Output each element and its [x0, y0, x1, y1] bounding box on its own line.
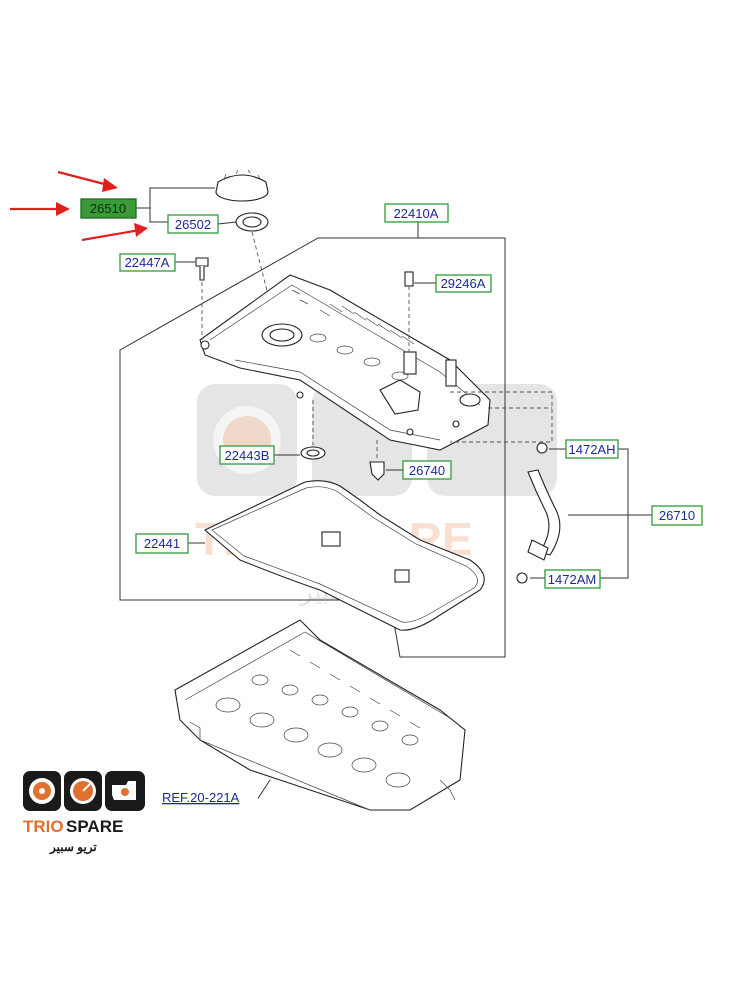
assembly-frame — [119, 237, 506, 658]
brand-logo: TRIO SPARE تريو سبير — [23, 771, 145, 855]
oil-filler-cap — [215, 169, 269, 202]
label-26502-text: 26502 — [175, 217, 211, 232]
breather-hose — [527, 469, 561, 561]
label-22447A[interactable]: 22447A — [119, 253, 176, 272]
label-26710-text: 26710 — [659, 508, 695, 523]
bolt — [195, 257, 209, 340]
label-ref-20-221A[interactable]: REF.20-221A — [158, 790, 258, 806]
cylinder-head — [174, 619, 466, 811]
label-22441[interactable]: 22441 — [135, 533, 189, 554]
label-26710[interactable]: 26710 — [651, 505, 703, 526]
oil-seal — [300, 400, 326, 460]
red-arrows — [10, 170, 148, 242]
valve-cover — [199, 274, 491, 451]
hose-clamp-top — [536, 442, 548, 454]
label-22410A[interactable]: 22410A — [384, 203, 449, 223]
valve-cover-gasket — [204, 480, 485, 631]
label-26510-text: 26510 — [90, 201, 126, 216]
label-22443B[interactable]: 22443B — [219, 445, 275, 465]
label-ref-text: REF.20-221A — [162, 790, 240, 805]
pcv-valve — [369, 440, 385, 481]
stud — [404, 271, 414, 352]
label-1472AH-text: 1472AH — [569, 442, 616, 457]
label-22447A-text: 22447A — [125, 255, 170, 270]
hose-clamp-bottom — [516, 572, 528, 584]
brand-arabic: تريو سبير — [49, 840, 97, 855]
label-26740[interactable]: 26740 — [402, 460, 452, 480]
label-22441-text: 22441 — [144, 536, 180, 551]
label-29246A[interactable]: 29246A — [435, 274, 492, 293]
cap-seal — [235, 212, 269, 232]
label-26502[interactable]: 26502 — [167, 214, 219, 234]
brand-name-spare: SPARE — [66, 817, 123, 836]
label-1472AH[interactable]: 1472AH — [565, 439, 619, 459]
label-1472AM[interactable]: 1472AM — [544, 569, 601, 589]
label-22410A-text: 22410A — [394, 206, 439, 221]
label-26510[interactable]: 26510 — [80, 198, 137, 219]
label-22443B-text: 22443B — [225, 448, 270, 463]
label-1472AM-text: 1472AM — [548, 572, 596, 587]
label-26740-text: 26740 — [409, 463, 445, 478]
brand-name-trio: TRIO — [23, 817, 64, 836]
label-29246A-text: 29246A — [441, 276, 486, 291]
